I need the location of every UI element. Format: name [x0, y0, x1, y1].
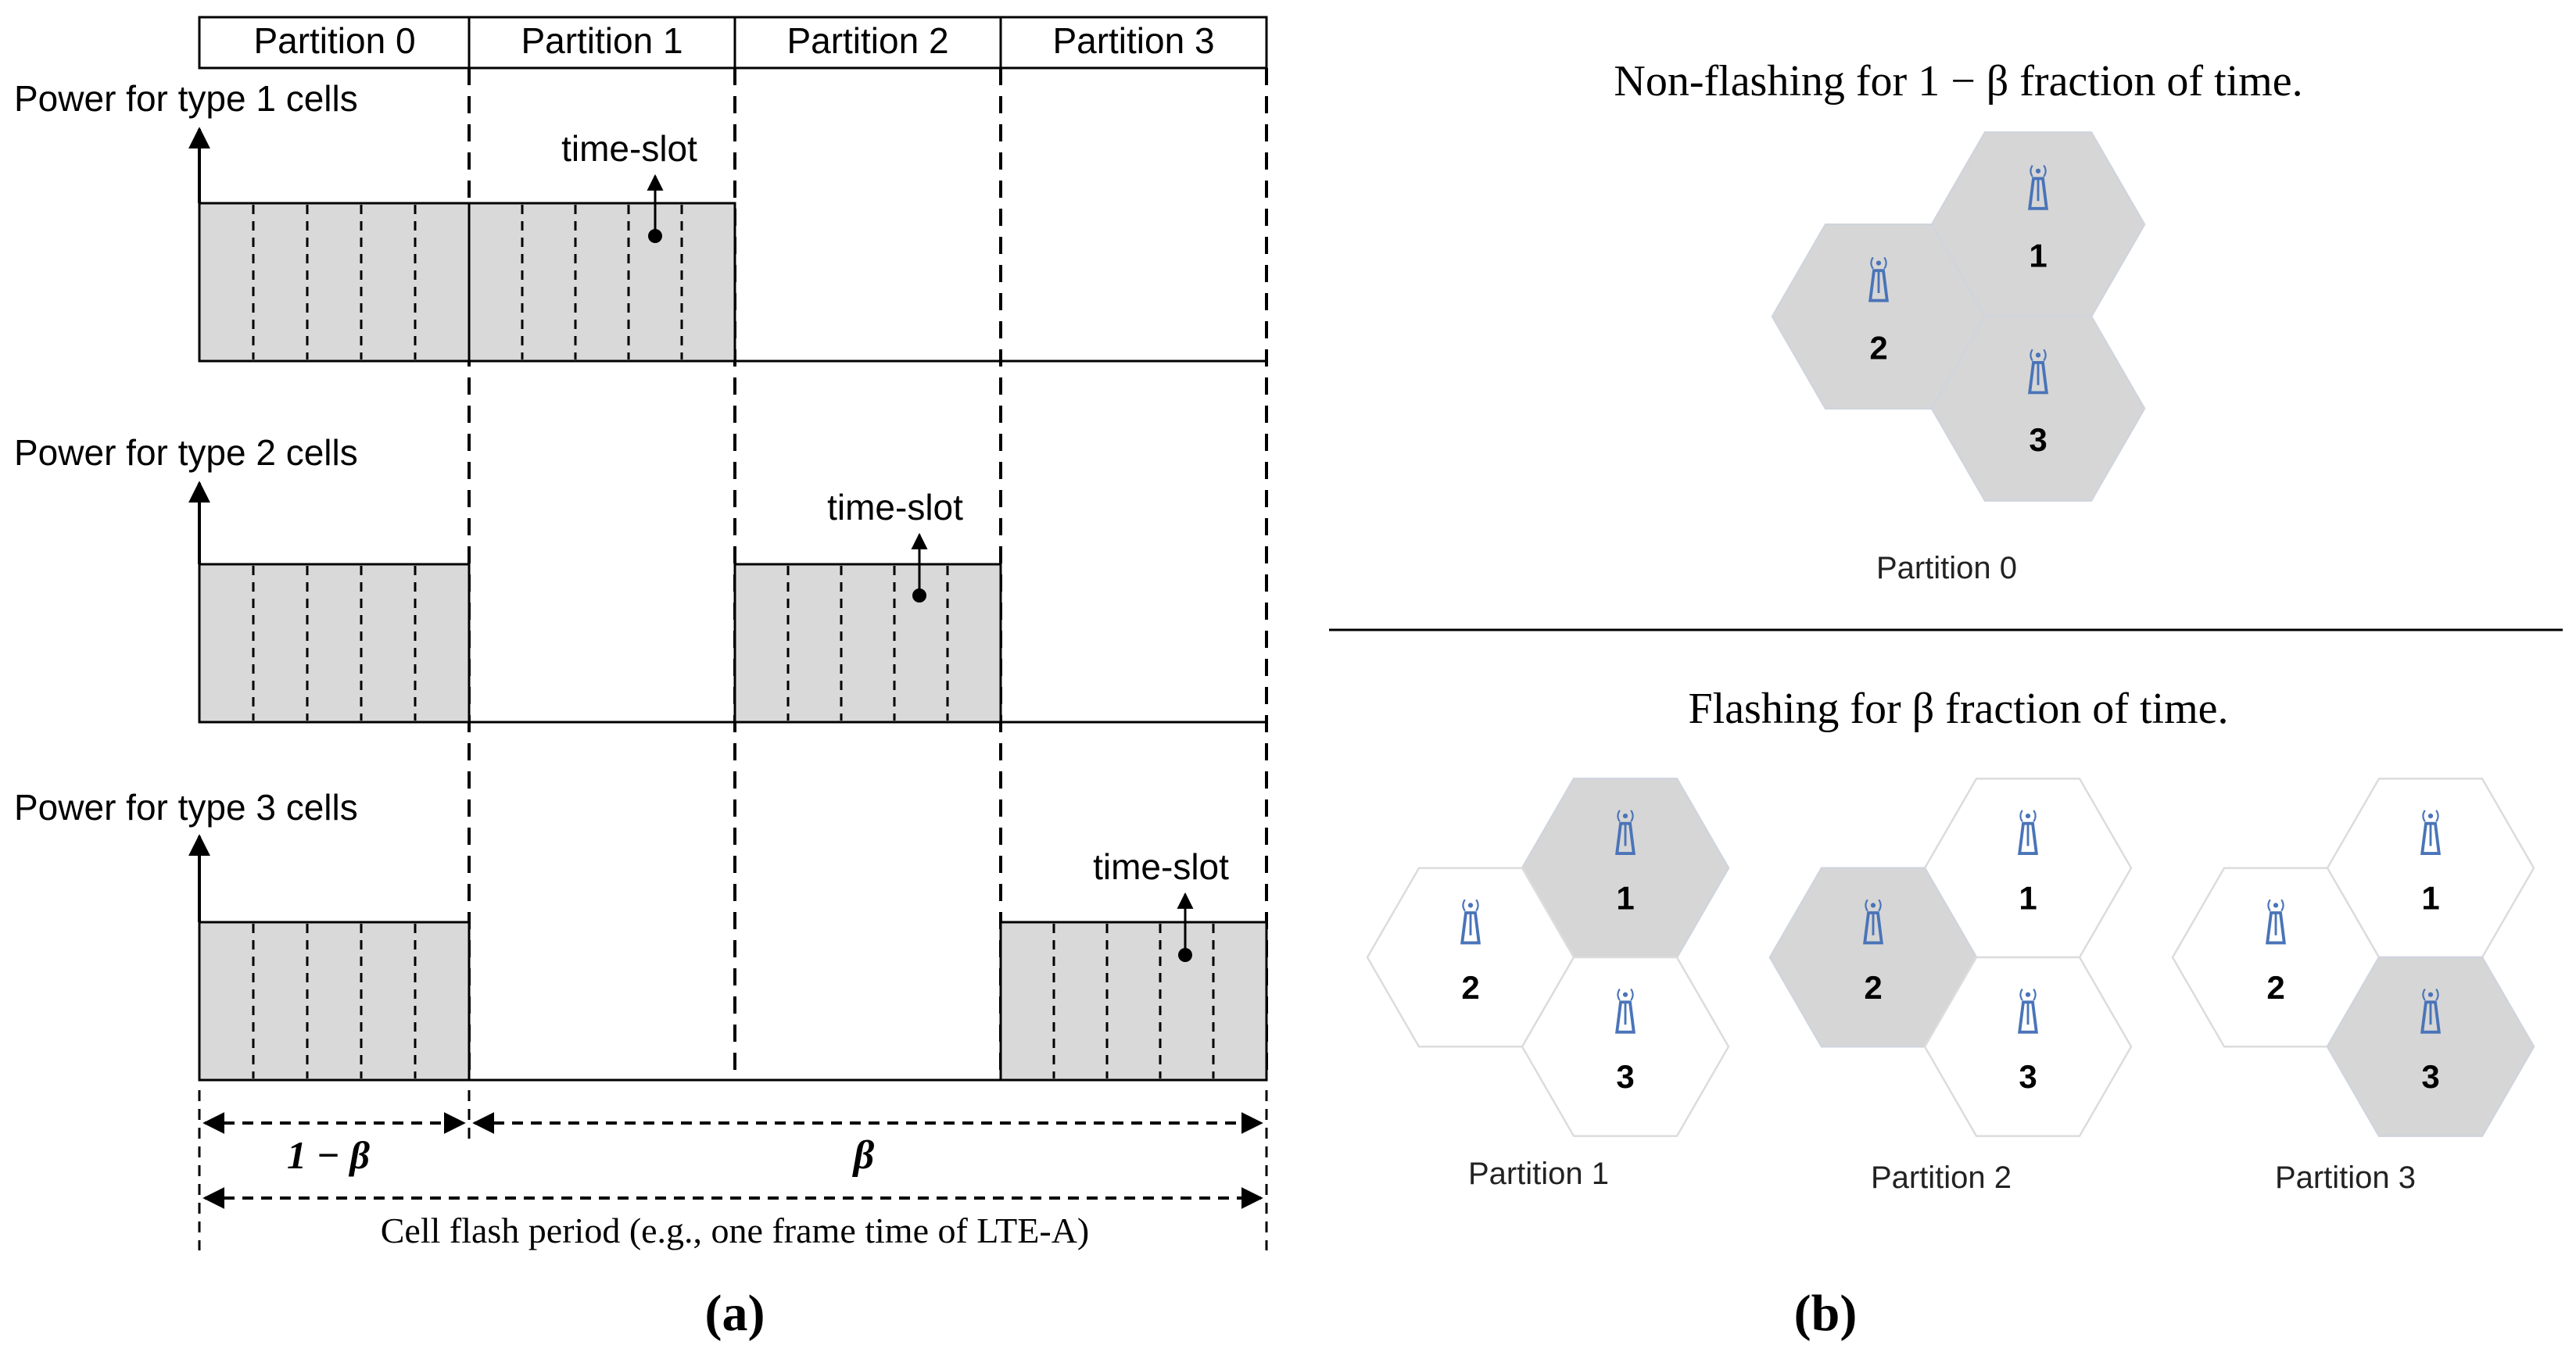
cell-hexagon-3: [1521, 956, 1730, 1137]
partition-1-label: Partition 1: [1468, 1157, 1609, 1191]
non-flashing-title: Non-flashing for 1 − β fraction of time.: [1614, 57, 2302, 106]
antenna-icon: [1615, 810, 1636, 855]
row-3-block-partition-0: [198, 921, 471, 1082]
row-3-block-partition-3: [999, 921, 1268, 1082]
antenna-icon: [1460, 899, 1481, 945]
antenna-icon: [2420, 988, 2441, 1034]
beta-label: β: [852, 1133, 875, 1178]
row-2-label: Power for type 2 cells: [14, 432, 358, 473]
one-minus-beta-label: 1 − β: [287, 1133, 370, 1177]
row-3-timeslot-label: time-slot: [1093, 846, 1229, 887]
period-measurements: 1 − β β Cell flash period (e.g., one fra…: [198, 1090, 1268, 1250]
partition-0-header: Partition 0: [253, 20, 415, 61]
cell-hexagon-3: [2326, 956, 2535, 1137]
cell-number-2: 2: [1869, 329, 1887, 366]
antenna-icon: [2028, 165, 2048, 210]
cell-number-3: 3: [2421, 1058, 2439, 1095]
cell-groups: 1 2 3 1 2 3 1 2 3 1 2 3: [1366, 131, 2535, 1137]
cell-number-3: 3: [1616, 1058, 1634, 1095]
antenna-icon: [2018, 810, 2038, 855]
row-1-block-partition-1: [468, 202, 736, 363]
cell-number-1: 1: [2019, 879, 2037, 916]
cell-hexagon-3: [1930, 315, 2146, 502]
cell-group-0: 1 2 3: [1771, 131, 2146, 502]
panel-b: Non-flashing for 1 − β fraction of time.…: [1329, 57, 2563, 1342]
partition-2-label: Partition 2: [1871, 1161, 2012, 1195]
partition-3-label: Partition 3: [2275, 1161, 2416, 1195]
row-2-timeslot-label: time-slot: [827, 487, 963, 528]
antenna-icon: [2028, 349, 2048, 395]
partition-2-header: Partition 2: [786, 20, 948, 61]
cell-number-2: 2: [1864, 969, 1882, 1006]
antenna-icon: [1863, 899, 1883, 945]
row-1-block-partition-0: [198, 202, 471, 363]
row-1-timeslot-label: time-slot: [561, 128, 697, 169]
cell-hexagon-3: [1923, 956, 2133, 1137]
cell-number-3: 3: [2019, 1058, 2037, 1095]
partition-0-label: Partition 0: [1876, 551, 2017, 585]
antenna-icon: [1615, 988, 1636, 1034]
cell-group-3: 1 2 3: [2171, 778, 2535, 1137]
cell-number-1: 1: [1616, 879, 1634, 916]
partition-3-header: Partition 3: [1052, 20, 1214, 61]
caption-b: (b): [1794, 1285, 1858, 1342]
antenna-icon: [2018, 988, 2038, 1034]
cell-number-1: 1: [2421, 879, 2439, 916]
cell-number-2: 2: [1461, 969, 1479, 1006]
cell-number-3: 3: [2029, 421, 2047, 458]
power-row-type-2: Power for type 2 cells time-slot: [14, 432, 1267, 724]
flashing-title: Flashing for β fraction of time.: [1688, 685, 2228, 733]
partition-header: Partition 0 Partition 1 Partition 2 Part…: [198, 16, 1268, 70]
cell-group-1: 1 2 3: [1366, 778, 1730, 1137]
row-3-label: Power for type 3 cells: [14, 787, 358, 828]
partition-1-header: Partition 1: [521, 20, 683, 61]
cell-group-2: 1 2 3: [1768, 778, 2133, 1137]
cell-number-2: 2: [2266, 969, 2284, 1006]
antenna-icon: [2420, 810, 2441, 855]
row-2-block-partition-2: [733, 563, 1002, 724]
cell-number-1: 1: [2029, 238, 2047, 274]
power-row-type-3: Power for type 3 cells time-slot: [14, 787, 1268, 1082]
panel-a: Partition 0 Partition 1 Partition 2 Part…: [14, 16, 1268, 1342]
antenna-icon: [2266, 899, 2286, 945]
period-label: Cell flash period (e.g., one frame time …: [381, 1211, 1090, 1250]
caption-a: (a): [705, 1285, 765, 1342]
power-row-type-1: Power for type 1 cells time-slot: [14, 78, 1267, 363]
row-1-label: Power for type 1 cells: [14, 78, 358, 119]
row-2-block-partition-0: [198, 563, 471, 724]
antenna-icon: [1868, 256, 1889, 302]
